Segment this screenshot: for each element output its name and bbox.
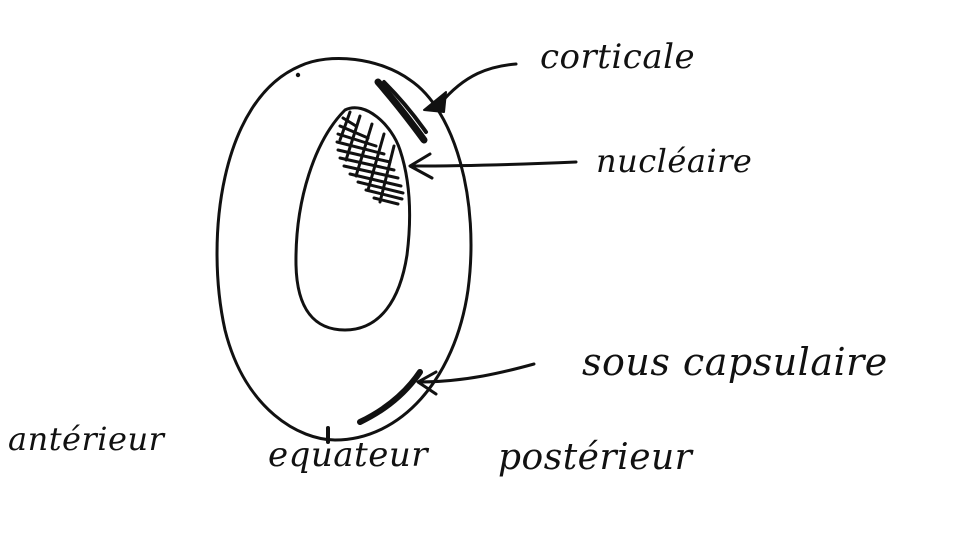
label-equateur: equateur (268, 435, 428, 475)
label-anterieur: antérieur (8, 420, 165, 458)
label-nucleaire: nucléaire (596, 142, 753, 180)
nuclear-hatching (335, 110, 405, 206)
arrow-sous-capsulaire (416, 362, 536, 396)
subcapsular-opacity-mark (357, 369, 423, 425)
outer-lens-outline (215, 56, 473, 442)
arrowhead-sous-capsulaire (416, 370, 438, 396)
arrowhead-corticale (423, 91, 447, 113)
arrowhead-nucleaire (408, 152, 434, 180)
arrow-corticale (423, 62, 518, 113)
arrow-nucleaire (408, 152, 578, 180)
label-posterieur: postérieur (498, 437, 693, 478)
label-corticale: corticale (540, 37, 696, 77)
outline-dot (295, 72, 301, 78)
cortical-opacity-mark (374, 78, 428, 144)
nucleus-outline (294, 106, 412, 332)
label-sous-capsulaire: sous capsulaire (582, 340, 888, 384)
